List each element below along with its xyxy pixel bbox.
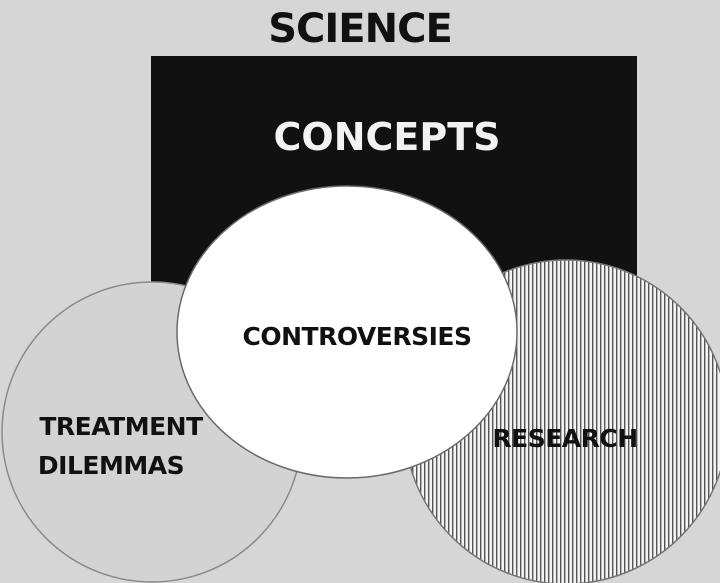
controversies-circle (176, 185, 518, 479)
concepts-label: CONCEPTS (274, 115, 501, 159)
science-title: SCIENCE (268, 6, 453, 52)
controversies-label: CONTROVERSIES (243, 322, 472, 351)
treatment-label-line2: DILEMMAS (38, 451, 184, 480)
treatment-label-line1: TREATMENT (39, 412, 203, 441)
research-label: RESEARCH (492, 424, 637, 453)
